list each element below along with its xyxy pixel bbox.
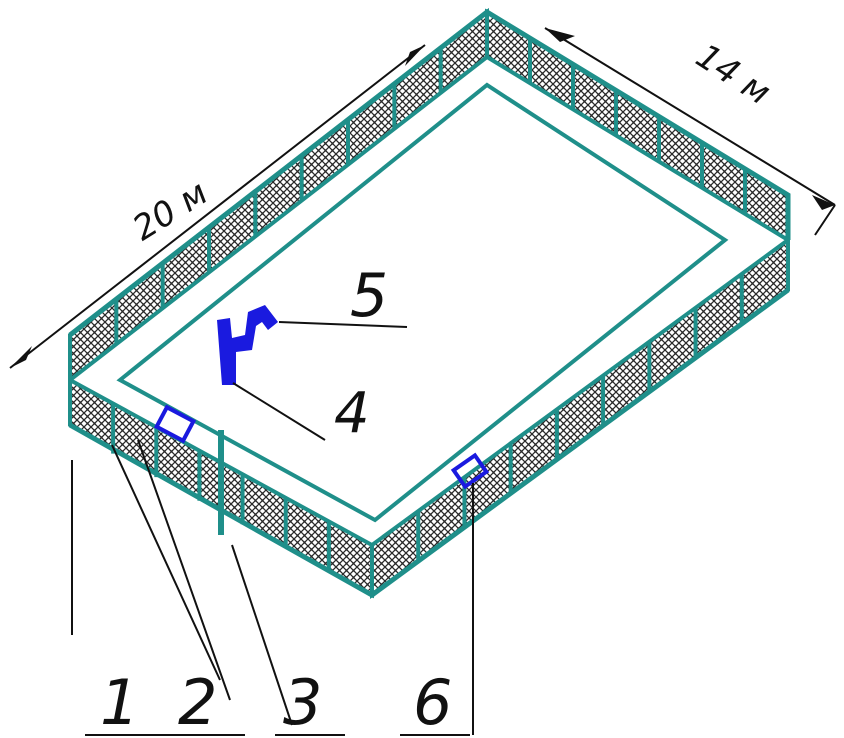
callout-1: 1 (100, 666, 139, 738)
equipment-item (217, 305, 278, 385)
dimension-20m (9, 44, 426, 369)
fence-posts (111, 38, 747, 572)
callout-2: 2 (178, 666, 217, 738)
gate-right (450, 452, 490, 490)
gate-left (153, 404, 197, 444)
dimension-14m (544, 27, 836, 236)
enclosure-floor (116, 82, 729, 523)
top-rail (68, 8, 791, 337)
leader-lines (71, 321, 474, 736)
callout-6: 6 (413, 666, 452, 738)
bottom-rail (68, 287, 790, 598)
callout-3: 3 (283, 666, 322, 738)
dimension-label-width: 14 м (689, 36, 778, 113)
callout-4: 4 (334, 381, 370, 446)
callout-5: 5 (350, 261, 388, 331)
